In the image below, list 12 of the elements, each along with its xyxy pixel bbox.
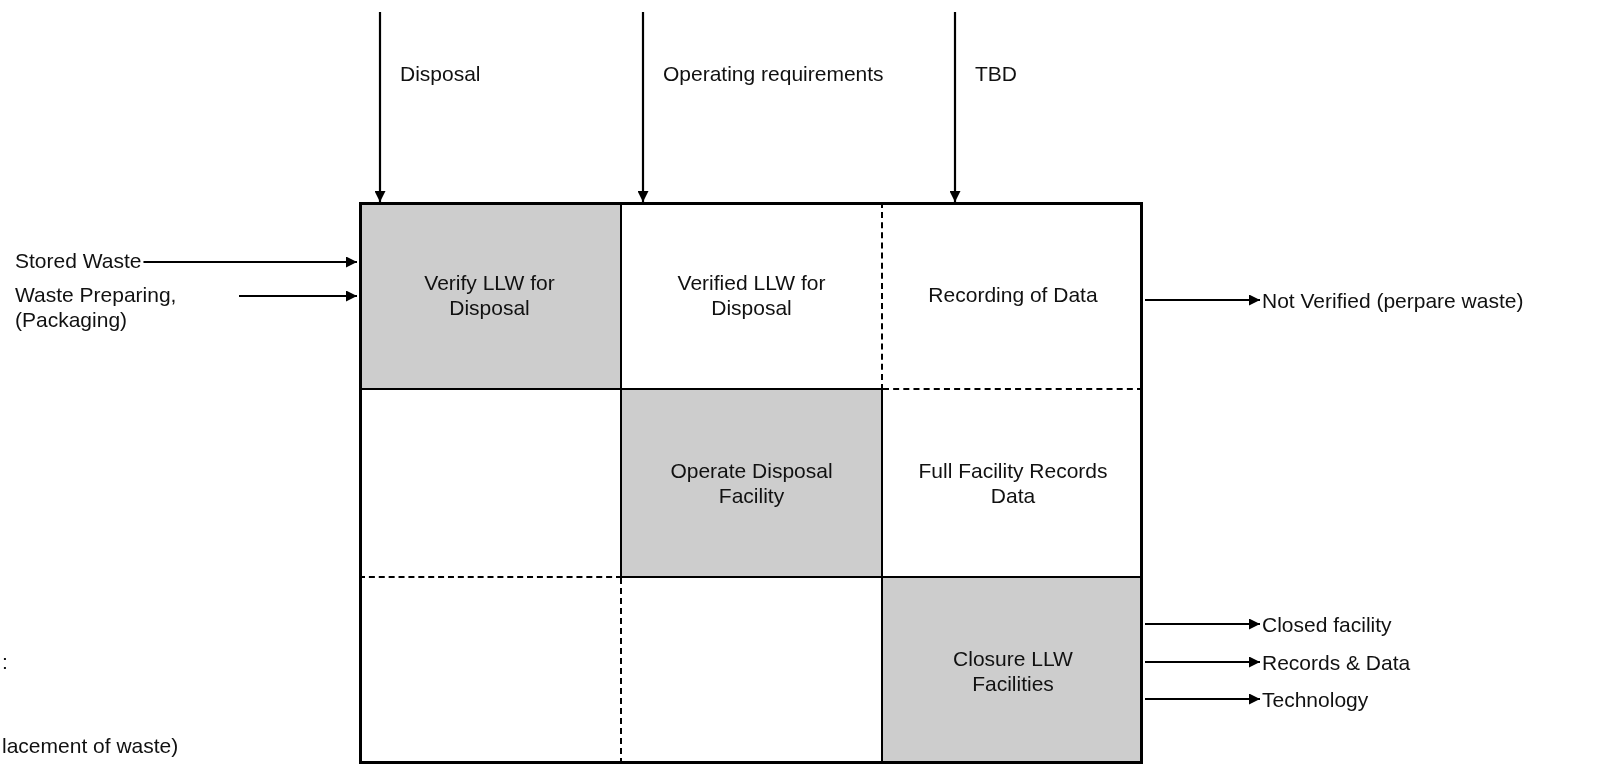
flow-label: Technology	[1262, 687, 1502, 713]
flow-label: Not Verified (perpare waste)	[1262, 288, 1592, 314]
note-text: lacement of waste)	[2, 734, 179, 758]
flow-label: Closed facility	[1262, 612, 1502, 638]
flow-label: Records & Data	[1262, 650, 1502, 676]
function-cell: Closure LLW Facilities	[883, 578, 1143, 764]
interface-cell: Verified LLW for Disposal	[622, 202, 883, 390]
flow-label: Stored Waste	[15, 248, 142, 274]
function-cell: Operate Disposal Facility	[622, 390, 883, 578]
flow-label: Waste Preparing, (Packaging)	[15, 282, 237, 333]
note-text: :	[2, 650, 8, 674]
function-cell: Verify LLW for Disposal	[359, 202, 622, 390]
